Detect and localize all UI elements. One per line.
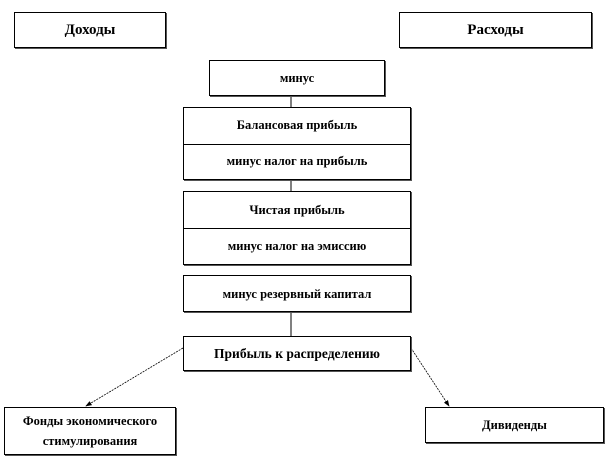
arrow-to-dividends — [410, 347, 450, 407]
minus-label: минус — [279, 71, 315, 85]
net-profit-label: Чистая прибыль — [249, 202, 345, 217]
dividends-box: Дивиденды — [425, 407, 604, 443]
reserve-capital-box: минус резервный капитал — [183, 275, 411, 312]
minus-profit-tax-label: минус налог на прибыль — [184, 143, 410, 180]
income-box: Доходы — [14, 12, 166, 48]
expenses-label: Расходы — [467, 22, 524, 38]
minus-box: минус — [209, 60, 385, 96]
dividends-label: Дивиденды — [482, 418, 547, 432]
income-label: Доходы — [64, 22, 116, 38]
funds-box: Фонды экономического стимулирования — [4, 407, 176, 455]
profit-distribute-label: Прибыль к распределению — [214, 345, 380, 361]
funds-label: Фонды экономического стимулирования — [22, 414, 158, 448]
balance-profit-label: Балансовая прибыль — [236, 118, 358, 133]
expenses-box: Расходы — [399, 12, 592, 48]
balance-profit-box: Балансовая прибыль минус налог на прибыл… — [183, 107, 411, 180]
reserve-capital-label: минус резервный капитал — [222, 286, 372, 301]
arrow-to-funds — [85, 347, 184, 407]
minus-emission-tax-label: минус налог на эмиссию — [184, 228, 410, 264]
profit-distribute-box: Прибыль к распределению — [183, 336, 411, 371]
net-profit-box: Чистая прибыль минус налог на эмиссию — [183, 191, 411, 265]
